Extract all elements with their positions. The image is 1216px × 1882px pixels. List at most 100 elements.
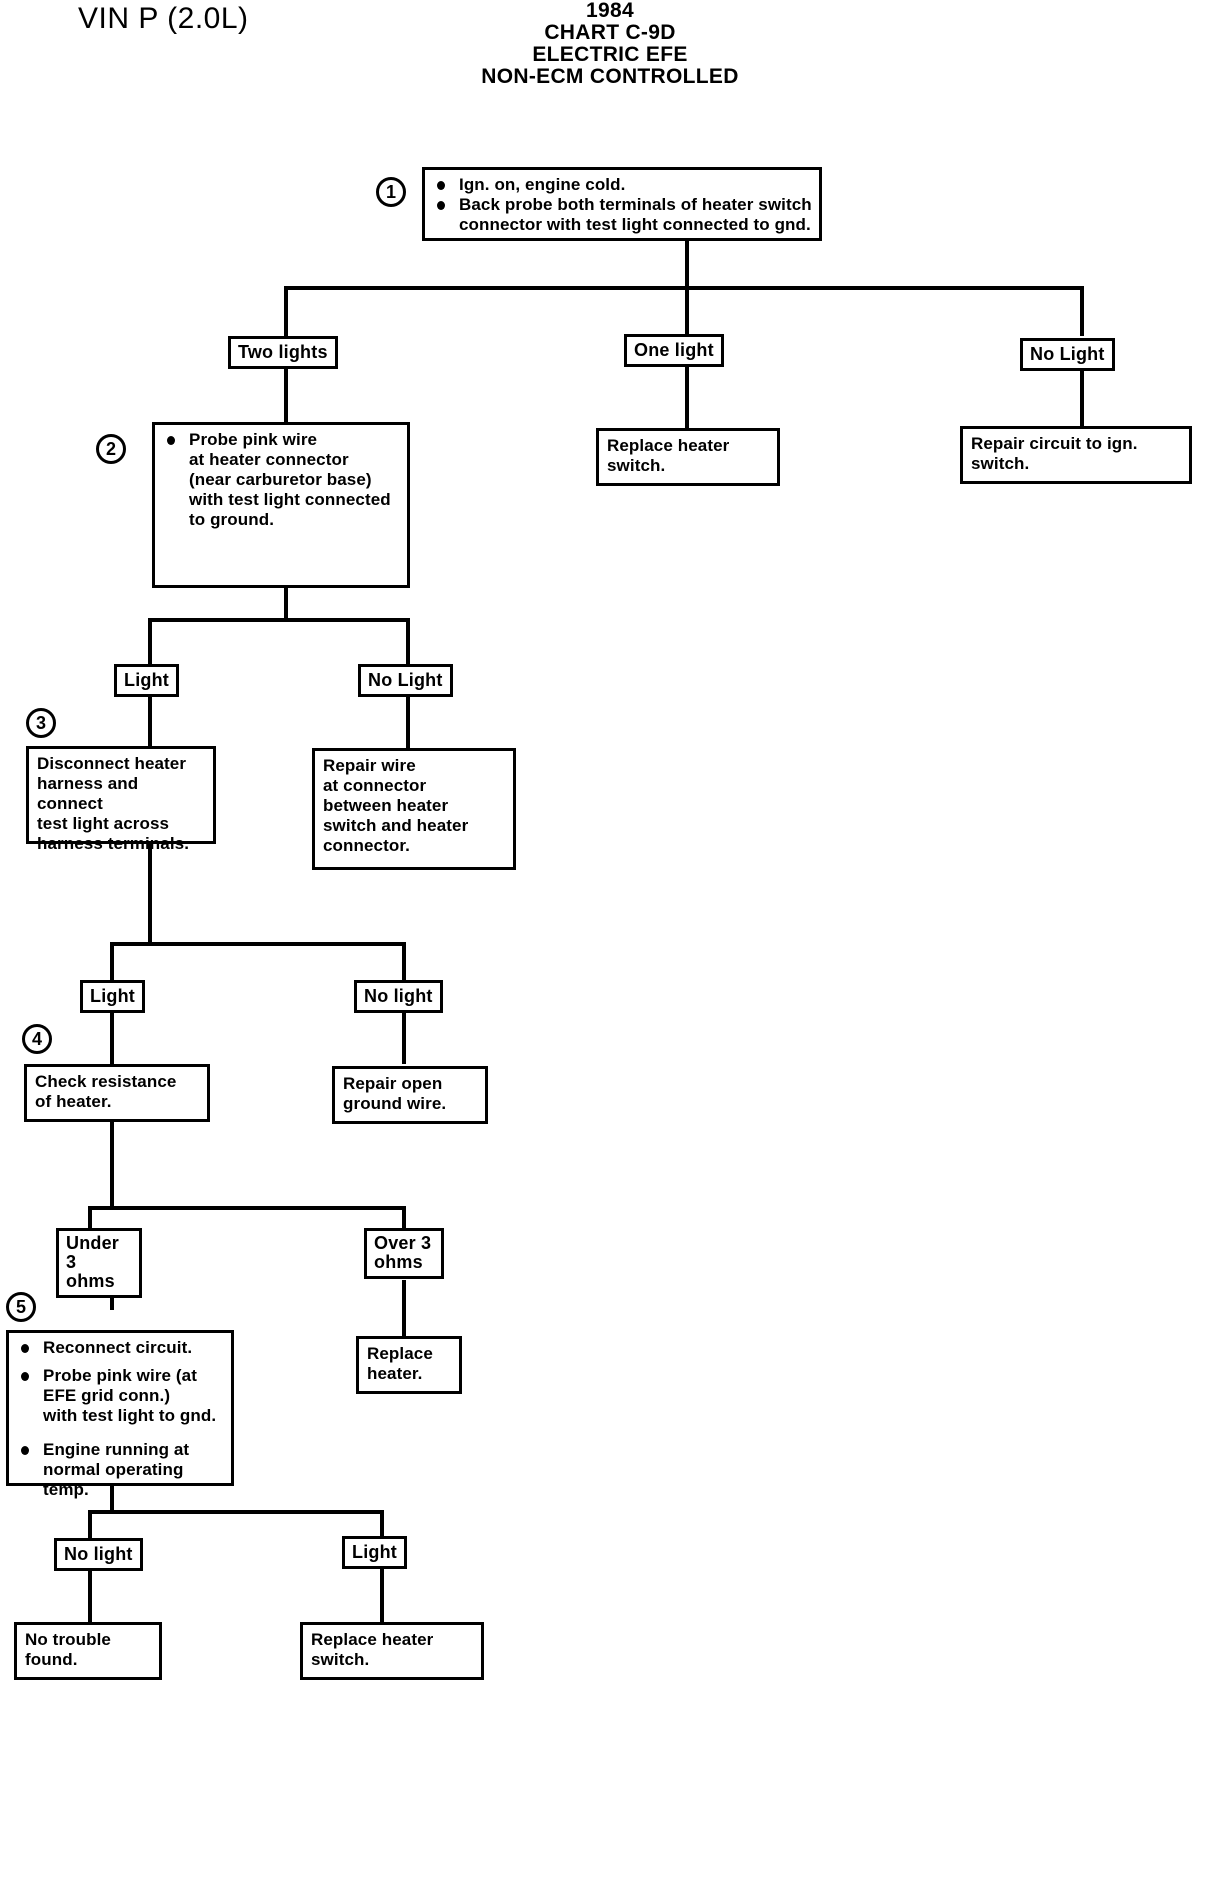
connector-over3-down [402, 1280, 406, 1336]
connector-branch1-spine [284, 286, 1084, 290]
branch-under-3-ohms[interactable]: Under 3 ohms [56, 1228, 142, 1298]
connector-one-light-down [685, 366, 689, 428]
action-repair-open-ground-wire: Repair open ground wire. [332, 1066, 488, 1124]
vin-label: VIN P (2.0L) [78, 2, 249, 35]
connector-light2-down [148, 696, 152, 746]
step-5-bullet-3: Engine running at normal operating temp. [17, 1440, 224, 1500]
branch-light-2[interactable]: Light [114, 664, 179, 697]
branch-light-3[interactable]: Light [80, 980, 145, 1013]
action-line: Replace heater [311, 1630, 434, 1649]
step-1-bullet-1: Ign. on, engine cold. [433, 175, 812, 195]
branch-over-3-ohms[interactable]: Over 3 ohms [364, 1228, 444, 1279]
connector-branch1-mid-drop [685, 286, 689, 334]
action-line: No trouble [25, 1630, 111, 1649]
bullet-icon [21, 1446, 29, 1455]
chart-id: CHART C-9D [544, 21, 676, 44]
step-5-bullet-2: Probe pink wire (at EFE grid conn.) with… [17, 1366, 224, 1426]
connector-branch5-right-drop [380, 1510, 384, 1538]
action-line: Repair open [343, 1074, 443, 1093]
bullet-icon [21, 1372, 29, 1381]
bullet-icon [437, 181, 445, 190]
chart-title-block: 1984 CHART C-9D ELECTRIC EFE NON-ECM CON… [380, 0, 840, 88]
action-repair-circuit-ign-switch: Repair circuit to ign. switch. [960, 426, 1192, 484]
action-replace-heater: Replace heater. [356, 1336, 462, 1394]
action-line: at connector [323, 776, 427, 795]
step-2-number: 2 [96, 434, 126, 464]
branch-two-lights[interactable]: Two lights [228, 336, 338, 369]
step-5-number: 5 [6, 1292, 36, 1322]
step-3-line: harness and connect [37, 774, 139, 813]
connector-light5-down [380, 1568, 384, 1622]
chart-qualifier: NON-ECM CONTROLLED [481, 65, 739, 88]
step-1-number: 1 [376, 177, 406, 207]
branch-no-light-1[interactable]: No Light [1020, 338, 1115, 371]
action-line: heater. [367, 1364, 423, 1383]
action-line: switch and heater [323, 816, 469, 835]
action-line: switch. [311, 1650, 370, 1669]
connector-branch5-spine [88, 1510, 384, 1514]
branch-no-light-3[interactable]: No light [354, 980, 443, 1013]
step-1-bullet-2: Back probe both terminals of heater swit… [433, 195, 812, 235]
connector-branch2-left-drop [148, 618, 152, 664]
branch-one-light[interactable]: One light [624, 334, 724, 367]
action-line: Repair wire [323, 756, 416, 775]
connector-branch3-left-drop [110, 942, 114, 980]
connector-branch4-left-drop [88, 1206, 92, 1234]
connector-light3-down [110, 1012, 114, 1064]
action-line: between heater [323, 796, 449, 815]
branch-line: ohms [66, 1271, 115, 1291]
branch-no-light-2[interactable]: No Light [358, 664, 453, 697]
connector-branch1-right-drop [1080, 286, 1084, 336]
step-3-box: Disconnect heater harness and connect te… [26, 746, 216, 853]
step-5-bullet-1: Reconnect circuit. [17, 1338, 224, 1358]
action-line: switch. [607, 456, 666, 475]
action-line: Replace [367, 1344, 433, 1363]
connector-branch2-right-drop [406, 618, 410, 664]
action-repair-wire-connector: Repair wire at connector between heater … [312, 748, 516, 870]
connector-no-light1-down [1080, 370, 1084, 426]
step-3-line: Disconnect heater [37, 754, 187, 773]
step-5-box: Reconnect circuit. Probe pink wire (at E… [6, 1330, 234, 1499]
action-line: ground wire. [343, 1094, 447, 1113]
action-line: Replace heater [607, 436, 730, 455]
connector-no-light3-down [402, 1012, 406, 1064]
branch-light-5[interactable]: Light [342, 1536, 407, 1569]
connector-branch3-spine [110, 942, 406, 946]
action-replace-heater-switch-1: Replace heater switch. [596, 428, 780, 486]
bullet-icon [167, 436, 175, 445]
bullet-icon [437, 201, 445, 210]
chart-system: ELECTRIC EFE [532, 43, 688, 66]
connector-step2-down [284, 588, 288, 618]
branch-no-light-5[interactable]: No light [54, 1538, 143, 1571]
connector-step1-down [685, 241, 689, 286]
step-4-box: Check resistance of heater. [24, 1064, 210, 1122]
branch-line: ohms [374, 1252, 423, 1272]
step-2-bullet-1: Probe pink wire at heater connector (nea… [163, 430, 400, 530]
connector-step5-down [110, 1486, 114, 1510]
branch-line: Under 3 [66, 1233, 120, 1272]
step-4-line: of heater. [35, 1092, 112, 1111]
connector-no-light2-down [406, 696, 410, 748]
action-line: Repair circuit to ign. [971, 434, 1138, 453]
step-2-box: Probe pink wire at heater connector (nea… [152, 422, 410, 588]
step-4-line: Check resistance [35, 1072, 177, 1091]
connector-branch3-right-drop [402, 942, 406, 980]
connector-two-lights-down [284, 368, 288, 422]
step-1-box: Ign. on, engine cold. Back probe both te… [422, 167, 822, 241]
connector-branch5-left-drop [88, 1510, 92, 1538]
connector-branch4-right-drop [402, 1206, 406, 1234]
branch-line: Over 3 [374, 1233, 432, 1253]
connector-branch4-spine [88, 1206, 406, 1210]
step-3-number: 3 [26, 708, 56, 738]
connector-step4-down [110, 1122, 114, 1206]
action-line: connector. [323, 836, 410, 855]
action-line: switch. [971, 454, 1030, 473]
chart-year: 1984 [586, 0, 634, 22]
connector-branch2-spine [148, 618, 410, 622]
step-4-number: 4 [22, 1024, 52, 1054]
connector-no-light5-down [88, 1570, 92, 1622]
step-3-line: harness terminals. [37, 834, 190, 853]
step-3-line: test light across [37, 814, 170, 833]
connector-branch1-left-drop [284, 286, 288, 336]
